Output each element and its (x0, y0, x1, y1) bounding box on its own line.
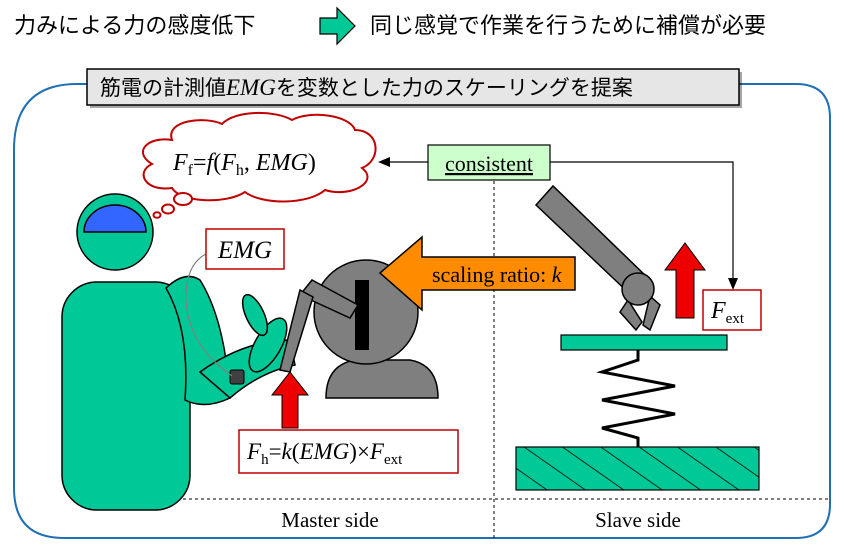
header-problem-text: 力みによる力の感度低下 (14, 14, 255, 39)
slave-gripper-left (619, 298, 643, 332)
proposal-title-suffix: を変数とした力のスケーリングを提案 (276, 76, 633, 100)
fext-label: Fext (710, 298, 745, 327)
master-device-slot (355, 280, 369, 350)
thought-formula: Ff=f(Fh, EMG) (172, 150, 316, 179)
slave-gripper-right (642, 294, 661, 332)
consistent-label: consistent (445, 151, 533, 176)
header-arrow-icon (319, 6, 356, 46)
ground-block (515, 446, 760, 491)
operator-hand (248, 317, 288, 373)
emg-sensor-icon (229, 369, 245, 385)
header-solution-text: 同じ感覚で作業を行うために補償が必要 (370, 14, 766, 39)
consistent-to-cloud-arrow (378, 157, 428, 167)
proposal-title-prefix: 筋電の計測値 (100, 76, 226, 100)
spring-top-plate (560, 334, 728, 351)
slave-arm-joint (621, 272, 655, 306)
proposal-title-bar: 筋電の計測値EMGを変数とした力のスケーリングを提案 (86, 68, 742, 108)
slave-robot-arm (534, 184, 661, 332)
slave-force-arrow-icon (664, 242, 706, 319)
master-device (279, 259, 439, 399)
proposal-title-text: 筋電の計測値EMGを変数とした力のスケーリングを提案 (100, 75, 633, 100)
emg-label-box (205, 228, 285, 270)
master-device-base (325, 359, 439, 399)
thought-cloud: Ff=f(Fh, EMG) (141, 111, 377, 219)
slave-side-label: Slave side (595, 508, 681, 532)
emg-label: EMG (217, 237, 272, 264)
master-side-label: Master side (281, 508, 378, 532)
emg-callout-line (185, 251, 233, 377)
operator-figure (61, 193, 296, 511)
main-frame (13, 83, 831, 539)
scaling-ratio-label: scaling ratio: k (432, 262, 563, 287)
operator-thumb (241, 293, 269, 337)
formula-box (238, 429, 459, 474)
fext-label-box (702, 289, 762, 331)
spring-icon (596, 350, 676, 448)
master-force-arrow-icon (270, 371, 310, 429)
proposal-title-emg: EMG (225, 75, 276, 100)
helmet-visor-icon (83, 204, 147, 233)
consistent-to-fext-arrow (550, 161, 738, 290)
operator-torso (61, 281, 191, 511)
master-device-crank (298, 279, 360, 319)
scaling-ratio-arrow (378, 235, 576, 312)
force-formula: Fh=k(EMG)×Fext (246, 439, 403, 468)
